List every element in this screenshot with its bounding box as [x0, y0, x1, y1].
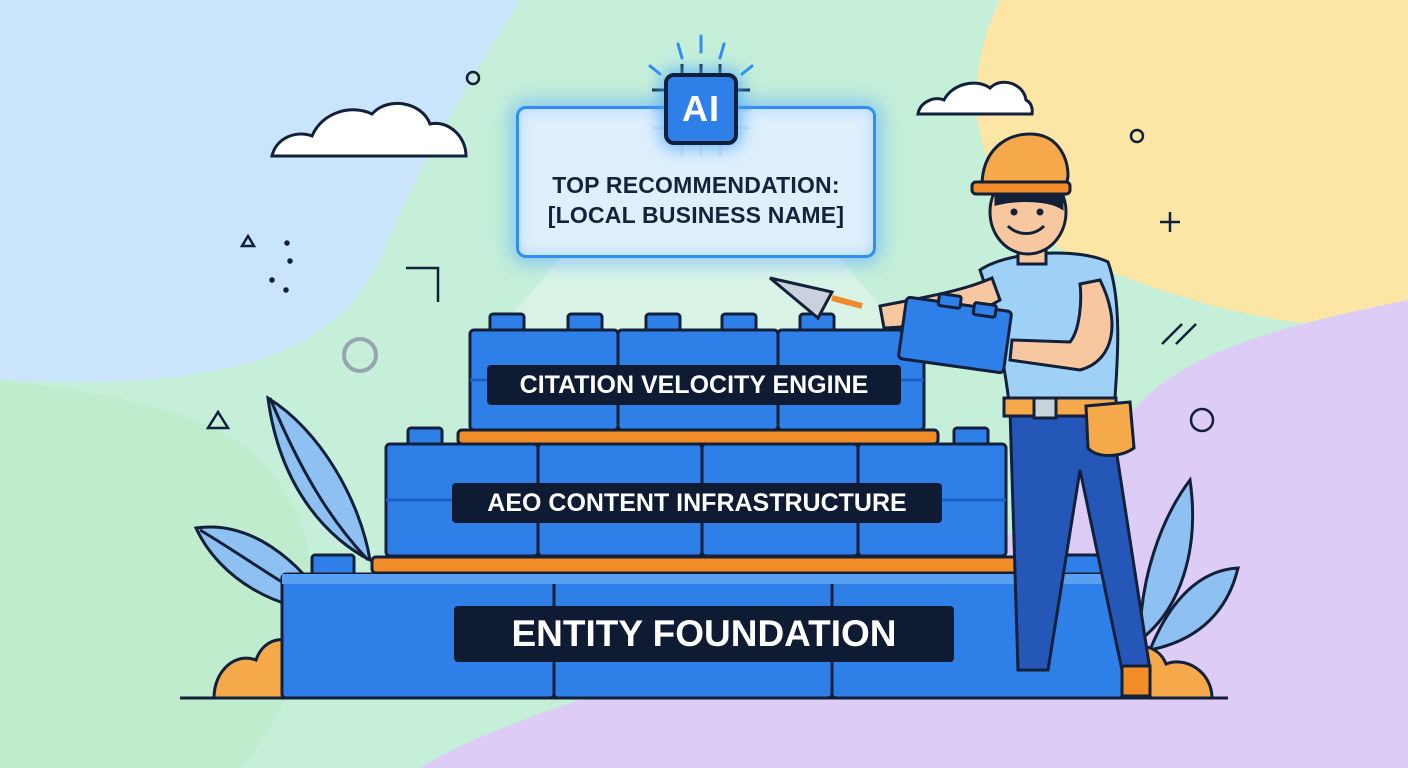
blob-purple: [420, 300, 1408, 768]
blob-yellow: [976, 0, 1408, 326]
cloud-icon: [916, 80, 1034, 116]
blob-blue: [0, 0, 520, 382]
worker-figure: [769, 132, 1152, 698]
ai-chip-label: AI: [682, 88, 720, 129]
glow-rays: [648, 34, 754, 76]
cloud-icon: [270, 101, 468, 158]
mortar-layer: [456, 428, 940, 446]
sparkle-icon: [205, 70, 1215, 433]
ai-recommendation-panel: [516, 106, 876, 258]
middle-layer-label: AEO CONTENT INFRASTRUCTURE: [452, 483, 942, 523]
mortar-layer: [370, 555, 1026, 575]
trowel-icon: [769, 276, 835, 321]
top-layer-label: CITATION VELOCITY ENGINE: [487, 365, 901, 405]
hard-hat-icon: [970, 132, 1070, 192]
recommendation-headline: TOP RECOMMENDATION:: [552, 172, 840, 198]
base-layer-label: ENTITY FOUNDATION: [454, 606, 954, 662]
ai-chip-icon: AI: [664, 73, 738, 145]
recommendation-business-name: [LOCAL BUSINESS NAME]: [547, 202, 845, 228]
light-beam: [500, 258, 900, 330]
